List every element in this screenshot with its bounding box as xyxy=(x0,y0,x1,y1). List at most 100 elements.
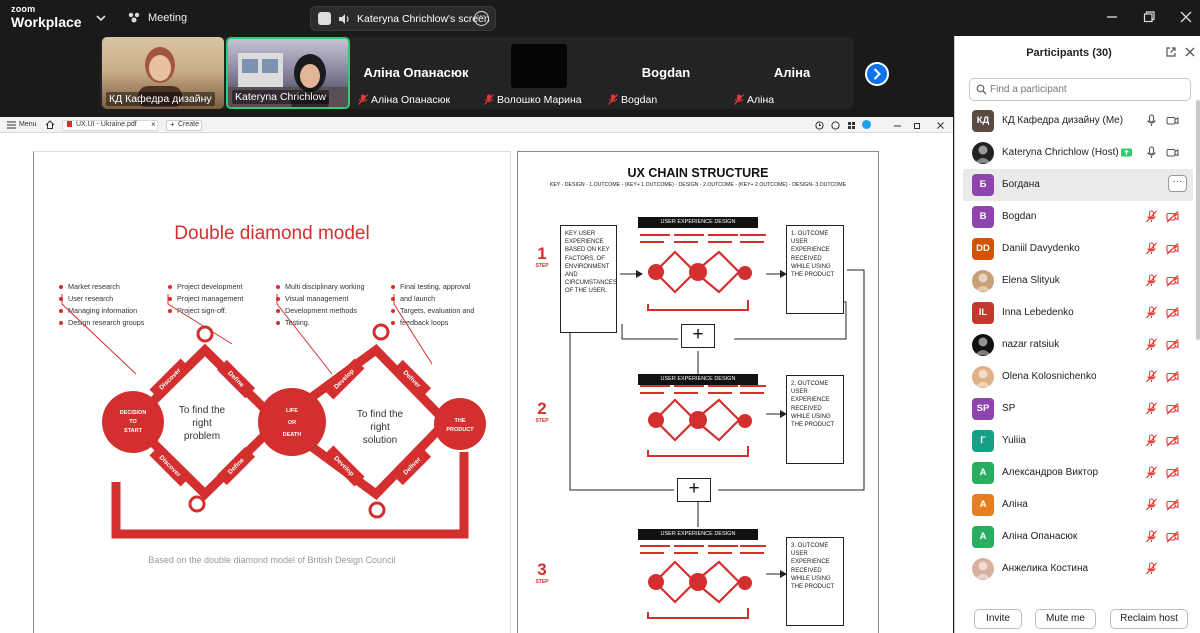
mic-off-icon[interactable] xyxy=(1145,466,1158,479)
video-off-icon[interactable] xyxy=(1166,338,1179,351)
video-off-icon[interactable] xyxy=(1166,466,1179,479)
video-off-icon[interactable] xyxy=(1166,242,1179,255)
video-off-icon[interactable] xyxy=(1166,498,1179,511)
video-off-icon[interactable] xyxy=(1166,530,1179,543)
profile-avatar-icon[interactable] xyxy=(862,120,871,129)
video-tile[interactable]: Волошко Марина xyxy=(480,37,604,109)
video-off-icon[interactable] xyxy=(1166,402,1179,415)
mic-off-icon[interactable] xyxy=(1145,306,1158,319)
left-text-line1: To find the xyxy=(179,405,226,416)
mic-on-icon[interactable] xyxy=(1145,146,1158,159)
chevron-down-icon[interactable] xyxy=(95,12,107,24)
participant-search[interactable] xyxy=(969,78,1191,101)
menu-label[interactable]: Menu xyxy=(19,121,37,128)
avatar: КД xyxy=(972,110,994,132)
participants-scrollbar[interactable] xyxy=(1196,100,1200,340)
mute-me-button[interactable]: Mute me xyxy=(1035,609,1096,629)
close-icon[interactable] xyxy=(1179,10,1193,24)
menu-icon[interactable] xyxy=(7,121,16,129)
clock-icon[interactable] xyxy=(815,121,824,130)
tab-close-icon[interactable]: × xyxy=(151,120,156,129)
pdf-close-icon[interactable] xyxy=(936,121,945,130)
pop-out-icon[interactable] xyxy=(1165,46,1177,58)
video-tile-big-name: Аліна xyxy=(773,65,811,80)
mic-off-icon[interactable] xyxy=(1145,530,1158,543)
participant-row[interactable]: Olena Kolosnichenko xyxy=(963,361,1193,393)
video-tile[interactable]: КД Кафедра дизайну xyxy=(102,37,224,109)
video-tile[interactable]: Аліна Опанасюк Аліна Опанасюк xyxy=(354,37,478,109)
video-tile-active[interactable]: Kateryna Chrichlow xyxy=(226,37,350,109)
participant-name: Olena Kolosnichenko xyxy=(1002,371,1097,382)
avatar: SP xyxy=(972,398,994,420)
invite-button[interactable]: Invite xyxy=(974,609,1022,629)
help-icon[interactable] xyxy=(831,121,840,130)
mic-off-icon[interactable] xyxy=(1145,210,1158,223)
video-off-icon[interactable] xyxy=(1166,370,1179,383)
pdf-tab[interactable] xyxy=(62,120,158,131)
mic-off-icon[interactable] xyxy=(1145,562,1158,575)
video-off-icon[interactable] xyxy=(1166,274,1179,287)
mic-off-icon[interactable] xyxy=(1145,338,1158,351)
mic-off-icon[interactable] xyxy=(1145,402,1158,415)
video-on-icon[interactable] xyxy=(1166,146,1179,159)
video-tile-name-text: Bogdan xyxy=(621,94,658,106)
minimize-icon[interactable] xyxy=(1105,10,1119,24)
participant-row[interactable]: КД КД Кафедра дизайну (Me) xyxy=(963,105,1193,137)
video-off-icon[interactable] xyxy=(1166,434,1179,447)
mic-off-icon[interactable] xyxy=(1145,498,1158,511)
meeting-label[interactable]: Meeting xyxy=(148,12,188,24)
participant-name: Александров Виктор xyxy=(1002,467,1099,478)
mic-off-icon[interactable] xyxy=(1145,370,1158,383)
participant-name: КД Кафедра дизайну (Me) xyxy=(1002,115,1124,126)
participant-name: Анжелика Костина xyxy=(1002,563,1089,574)
screen-share-indicator[interactable]: Kateryna Chrichlow's screen xyxy=(310,6,496,31)
avatar xyxy=(972,366,994,388)
video-black-feed xyxy=(511,44,567,88)
search-input[interactable] xyxy=(990,81,1180,98)
video-tile[interactable]: Bogdan Bogdan xyxy=(604,37,728,109)
video-tile-name-text: Аліна Опанасюк xyxy=(371,94,451,106)
participant-row[interactable]: Анжелика Костина xyxy=(963,553,1193,585)
more-options-icon[interactable]: ··· xyxy=(1168,175,1187,192)
create-button[interactable] xyxy=(166,120,202,131)
video-tile-name-text: Аліна xyxy=(747,94,775,106)
speaker-icon[interactable] xyxy=(338,13,351,25)
apps-grid-icon[interactable] xyxy=(847,121,856,130)
mic-off-icon[interactable] xyxy=(1145,242,1158,255)
home-icon[interactable] xyxy=(45,120,55,129)
avatar: А xyxy=(972,494,994,516)
participant-name: Bogdan xyxy=(1002,211,1037,222)
more-icon[interactable] xyxy=(474,8,489,26)
left-text-line2: right xyxy=(192,418,212,429)
video-tile[interactable]: Аліна Аліна xyxy=(730,37,854,109)
pdf-restore-icon[interactable] xyxy=(913,121,922,130)
participant-row[interactable]: Elena Slityuk xyxy=(963,265,1193,297)
next-page-button[interactable] xyxy=(865,62,889,86)
video-off-icon[interactable] xyxy=(1166,210,1179,223)
screen-share-icon[interactable] xyxy=(1120,146,1133,159)
video-off-icon[interactable] xyxy=(1166,306,1179,319)
restore-icon[interactable] xyxy=(1142,10,1156,24)
key-experience-box: KEY USER EXPERIENCE BASED ON KEY FACTORS… xyxy=(560,225,617,333)
video-on-icon[interactable] xyxy=(1166,114,1179,127)
participant-row[interactable]: nazar ratsiuk xyxy=(963,329,1193,361)
reclaim-host-button[interactable]: Reclaim host xyxy=(1110,609,1188,629)
mic-off-icon[interactable] xyxy=(1145,274,1158,287)
zoom-logo: zoom Workplace xyxy=(11,5,82,30)
pdf-minimize-icon[interactable] xyxy=(893,121,902,130)
close-panel-icon[interactable] xyxy=(1184,46,1196,58)
mic-on-icon[interactable] xyxy=(1145,114,1158,127)
mic-off-icon[interactable] xyxy=(1145,434,1158,447)
left-text-line3: problem xyxy=(184,431,220,442)
participant-row[interactable]: Kateryna Chrichlow (Host) xyxy=(963,137,1193,169)
